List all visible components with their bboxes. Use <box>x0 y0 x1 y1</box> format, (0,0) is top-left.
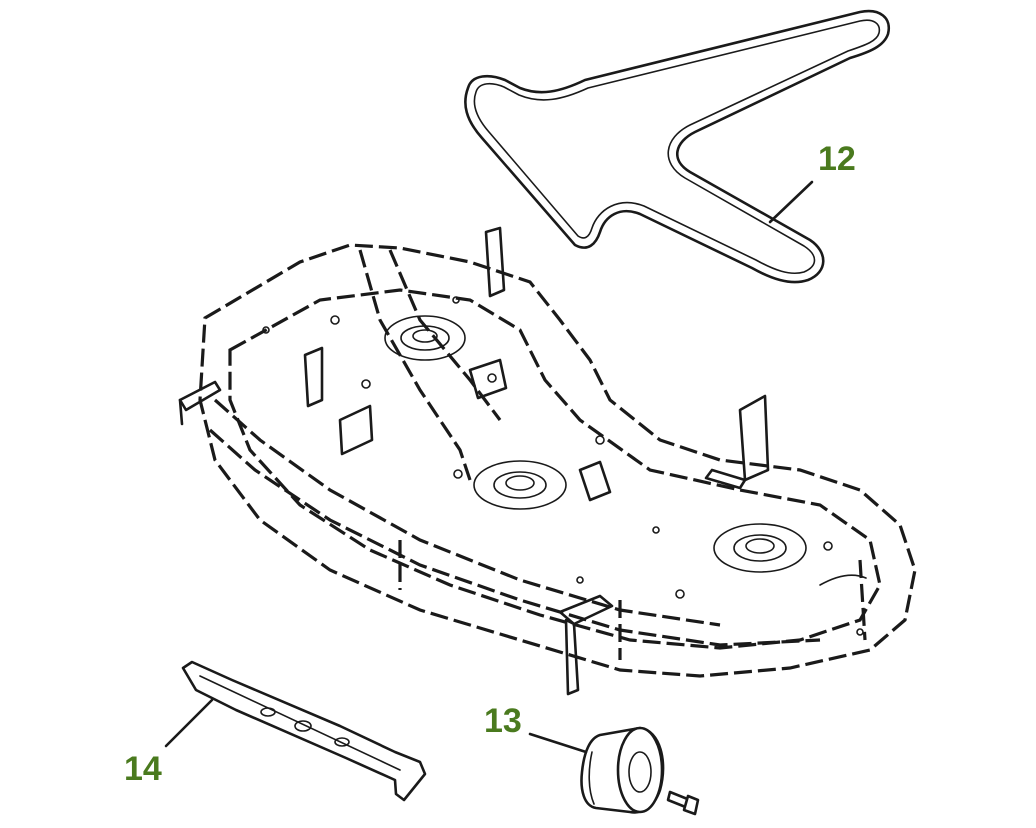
callout-label-12: 12 <box>818 140 856 178</box>
drive-belt <box>464 9 891 284</box>
callout-label-13: 13 <box>484 702 522 740</box>
gauge-wheel <box>580 726 665 814</box>
leader-line-12 <box>768 180 814 224</box>
wheel-bolt <box>666 790 700 816</box>
callout-label-14: 14 <box>124 750 162 788</box>
mower-blade <box>181 660 427 802</box>
mower-deck <box>178 226 917 696</box>
leader-line-14 <box>164 698 214 748</box>
leader-line-13 <box>528 732 588 754</box>
